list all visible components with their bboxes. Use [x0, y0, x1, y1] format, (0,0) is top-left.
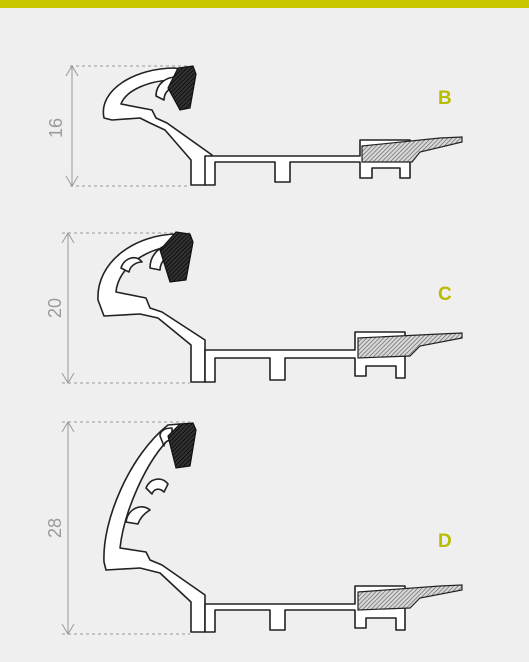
variant-label-c: C	[438, 284, 452, 305]
aluminium-profile-b	[102, 67, 411, 186]
profile-b: 16 B	[46, 65, 463, 187]
aluminium-profile-c	[97, 233, 406, 383]
gasket-c	[159, 231, 194, 283]
gasket-d	[167, 422, 197, 469]
dimension-line-28	[61, 421, 190, 635]
gasket-b	[167, 65, 197, 111]
dimension-label-20: 20	[45, 298, 65, 318]
dimension-line-20	[61, 232, 190, 384]
accent-bar	[0, 0, 529, 8]
seal-c	[357, 332, 463, 359]
dimension-line-16	[65, 65, 190, 187]
dimension-label-28: 28	[45, 518, 65, 538]
seal-b	[361, 136, 463, 163]
seal-d	[357, 584, 463, 611]
profile-d: 28 D	[45, 421, 463, 635]
profile-c: 20 C	[45, 231, 463, 384]
dimension-label-16: 16	[46, 118, 66, 138]
variant-label-b: B	[438, 88, 452, 109]
variant-label-d: D	[438, 531, 452, 552]
